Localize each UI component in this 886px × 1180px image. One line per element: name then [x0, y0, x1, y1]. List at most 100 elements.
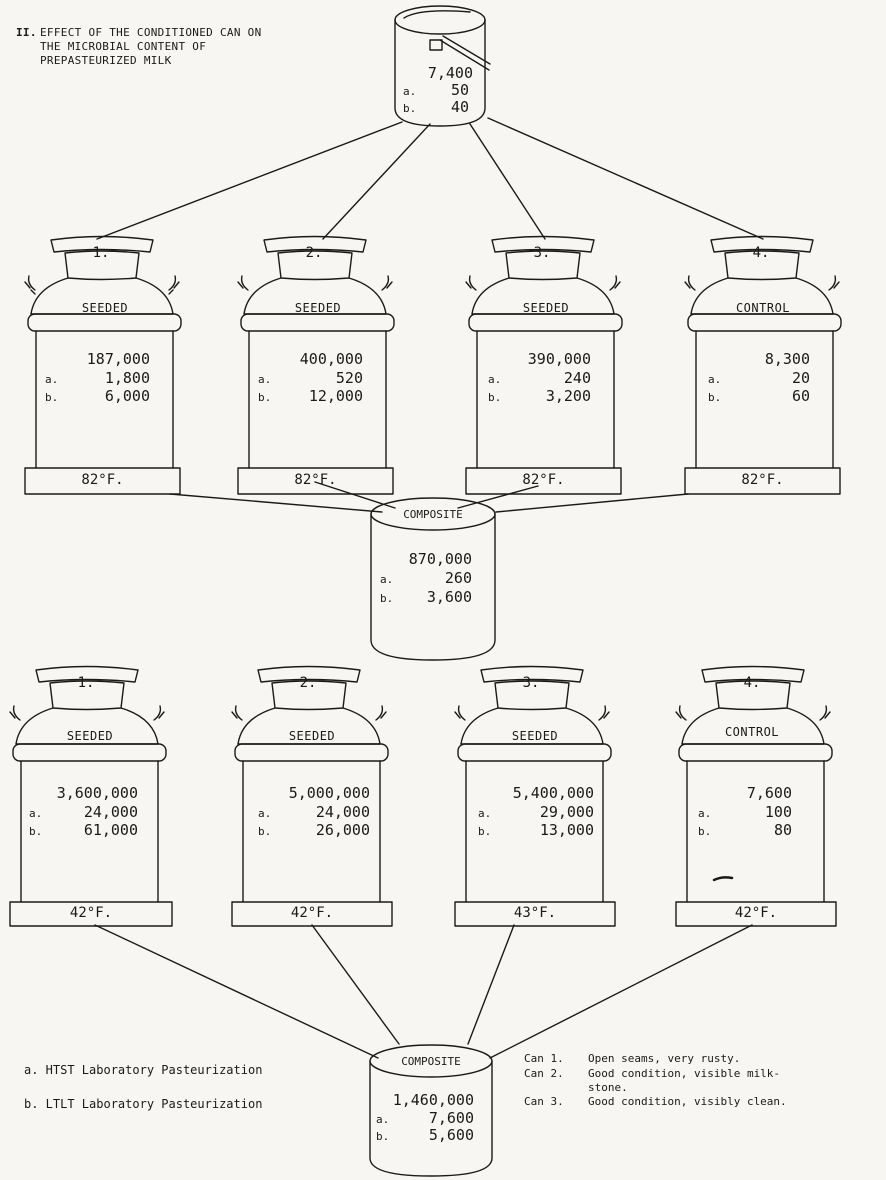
- b-marker: b.: [708, 391, 722, 404]
- can-number: 1.: [92, 245, 110, 261]
- a-marker: a.: [45, 373, 59, 386]
- pail-b-value: 40: [450, 98, 469, 116]
- can-a-value: 24,000: [315, 803, 370, 821]
- pail-count: 7,400: [427, 64, 473, 82]
- can-label: SEEDED: [288, 729, 336, 743]
- can-label: CONTROL: [724, 725, 780, 739]
- can-number: 4.: [752, 245, 770, 261]
- can-b-value: 80: [773, 821, 792, 839]
- can-temperature: 82°F.: [522, 472, 565, 488]
- can-a-value: 29,000: [539, 803, 594, 821]
- can-count: 400,000: [299, 350, 363, 368]
- can-a-value: 1,800: [104, 369, 150, 387]
- b-marker: b.: [380, 592, 394, 605]
- can-label: SEEDED: [522, 301, 570, 315]
- can-count: 5,400,000: [512, 784, 594, 802]
- b-marker: b.: [478, 825, 492, 838]
- composite-count: 870,000: [408, 550, 472, 568]
- can-temperature: 42°F.: [69, 905, 113, 921]
- can-count: 187,000: [86, 350, 150, 368]
- composite1-drawing: [370, 497, 496, 661]
- figure-title-line-3: PREPASTEURIZED MILK: [40, 54, 172, 67]
- can-temperature: 42°F.: [734, 905, 778, 921]
- can-count: 390,000: [527, 350, 591, 368]
- note-text: stone.: [588, 1081, 628, 1094]
- can-count: 7,600: [746, 784, 792, 802]
- legend-a: a. HTST Laboratory Pasteurization: [24, 1063, 263, 1077]
- can-temperature: 43°F.: [513, 905, 557, 921]
- note-can-label: Can 2.: [524, 1067, 564, 1080]
- a-marker: a.: [380, 573, 394, 586]
- a-marker: a.: [258, 807, 272, 820]
- connector-lines-bottom: [94, 924, 753, 1059]
- composite-a-value: 260: [444, 569, 472, 587]
- can-label: SEEDED: [294, 301, 342, 315]
- can-temperature: 42°F.: [290, 905, 334, 921]
- b-marker: b.: [376, 1130, 390, 1143]
- can-label: SEEDED: [81, 301, 129, 315]
- note-text: Open seams, very rusty.: [588, 1052, 741, 1065]
- connector-lines-mid: [169, 481, 689, 513]
- can-b-value: 61,000: [83, 821, 138, 839]
- can-b-value: 26,000: [315, 821, 370, 839]
- note-can-label: Can 1.: [524, 1052, 564, 1065]
- can-a-value: 20: [791, 369, 810, 387]
- figure-title-line-2: THE MICROBIAL CONTENT OF: [40, 40, 207, 53]
- composite-label: COMPOSITE: [403, 508, 463, 521]
- note-text: Good condition, visibly clean.: [588, 1095, 787, 1108]
- pail-drawing: [394, 5, 491, 127]
- composite-count: 1,460,000: [392, 1091, 474, 1109]
- can-label: CONTROL: [735, 301, 791, 315]
- pail-b-marker: b.: [403, 102, 417, 115]
- row2-cans-drawing: [9, 665, 837, 927]
- figure-number: II.: [16, 26, 37, 39]
- b-marker: b.: [258, 825, 272, 838]
- pail-a-value: 50: [450, 81, 469, 99]
- b-marker: b.: [258, 391, 272, 404]
- can-b-value: 3,200: [545, 387, 591, 405]
- can-temperature: 82°F.: [81, 472, 124, 488]
- composite-b-value: 3,600: [426, 588, 472, 606]
- b-marker: b.: [29, 825, 43, 838]
- composite-label: COMPOSITE: [401, 1055, 461, 1068]
- can-count: 3,600,000: [56, 784, 138, 802]
- a-marker: a.: [488, 373, 502, 386]
- can-number: 3.: [522, 675, 540, 691]
- can-count: 8,300: [764, 350, 810, 368]
- b-marker: b.: [488, 391, 502, 404]
- b-marker: b.: [698, 825, 712, 838]
- a-marker: a.: [698, 807, 712, 820]
- figure-title-line-1: EFFECT OF THE CONDITIONED CAN ON: [40, 26, 262, 39]
- row1-cans-drawing: [24, 235, 842, 495]
- a-marker: a.: [376, 1113, 390, 1126]
- can-temperature: 82°F.: [741, 472, 784, 488]
- composite-b-value: 5,600: [428, 1126, 474, 1144]
- composite-a-value: 7,600: [428, 1109, 474, 1127]
- can-number: 3.: [533, 245, 551, 261]
- can-b-value: 60: [791, 387, 810, 405]
- connector-lines-top: [96, 117, 764, 240]
- a-marker: a.: [708, 373, 722, 386]
- can-a-value: 24,000: [83, 803, 138, 821]
- composite2-drawing: [369, 1044, 493, 1177]
- can-number: 2.: [299, 675, 317, 691]
- can-number: 1.: [77, 675, 95, 691]
- can-a-value: 100: [764, 803, 792, 821]
- can-a-value: 520: [335, 369, 363, 387]
- can-b-value: 12,000: [308, 387, 363, 405]
- b-marker: b.: [45, 391, 59, 404]
- a-marker: a.: [478, 807, 492, 820]
- can-label: SEEDED: [66, 729, 114, 743]
- can-label: SEEDED: [511, 729, 559, 743]
- legend-b: b. LTLT Laboratory Pasteurization: [24, 1097, 263, 1111]
- pail-a-marker: a.: [403, 85, 417, 98]
- can-count: 5,000,000: [288, 784, 370, 802]
- can-temperature: 82°F.: [294, 472, 337, 488]
- can-b-value: 6,000: [104, 387, 150, 405]
- can-number: 4.: [743, 675, 761, 691]
- a-marker: a.: [29, 807, 43, 820]
- can-a-value: 240: [563, 369, 591, 387]
- can-number: 2.: [305, 245, 323, 261]
